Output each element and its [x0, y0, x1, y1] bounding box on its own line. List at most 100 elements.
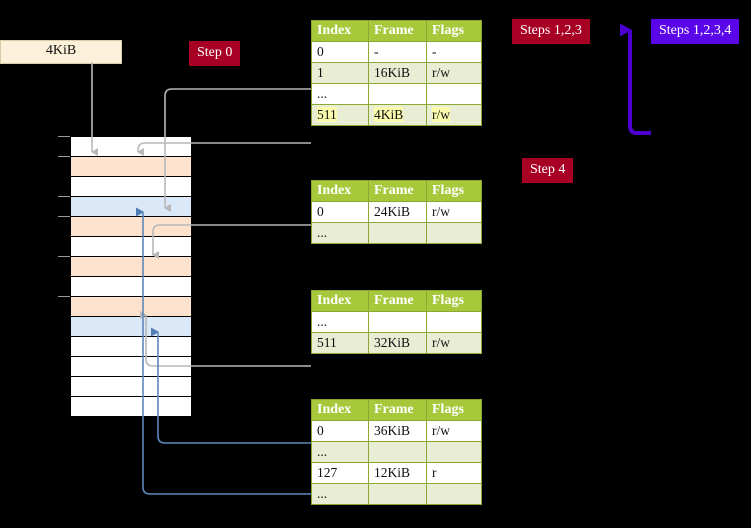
column-header-flags: Flags [426, 290, 482, 312]
table-cell [368, 222, 427, 244]
table-row: ... [311, 441, 482, 463]
highlighted-value: 4KiB [374, 107, 404, 122]
memory-frame-row [71, 157, 191, 177]
column-header-index: Index [311, 399, 369, 421]
memory-frame-row [71, 357, 191, 377]
table-row: ... [311, 483, 482, 505]
highlighted-value: r/w [432, 107, 450, 122]
table-cell: r/w [426, 420, 482, 442]
memory-frame-row [71, 137, 191, 157]
column-header-frame: Frame [368, 290, 427, 312]
table-cell: 511 [311, 332, 369, 354]
steps1234-label: Steps 1,2,3,4 [659, 23, 732, 38]
table-row: 511 4KiB r/w [311, 104, 482, 126]
column-header-index: Index [311, 290, 369, 312]
steps123-badge: Steps 1,2,3 [512, 19, 590, 44]
column-header-frame: Frame [368, 399, 427, 421]
memory-frame-row [71, 257, 191, 277]
step4-badge: Step 4 [522, 158, 574, 183]
table-cell: 0 [311, 41, 369, 63]
table-cell: - [426, 41, 482, 63]
step0-badge: Step 0 [189, 41, 241, 66]
step0-label: Step 0 [197, 45, 233, 60]
memory-frame-row [71, 237, 191, 257]
table-cell: 0 [311, 420, 369, 442]
memory-frame-row [71, 297, 191, 317]
column-header-index: Index [311, 180, 369, 202]
column-header-frame: Frame [368, 180, 427, 202]
table-cell: r/w [426, 332, 482, 354]
table-cell [426, 483, 482, 505]
table-row: ... [311, 83, 482, 105]
memory-boundary-tick [58, 196, 70, 197]
table-cell: 16KiB [368, 62, 427, 84]
step4-label: Step 4 [530, 162, 566, 177]
memory-frame-row [71, 277, 191, 297]
memory-boundary-tick [58, 156, 70, 157]
table-cell [368, 311, 427, 333]
wire-purple-loop [620, 23, 651, 135]
steps123-label: Steps 1,2,3 [520, 23, 582, 38]
table-cell: 4KiB [368, 104, 427, 126]
table-cell: ... [311, 483, 369, 505]
table-cell [368, 483, 427, 505]
column-header-index: Index [311, 20, 369, 42]
table-row: 0-- [311, 41, 482, 63]
frame-size-label: 4KiB [45, 43, 77, 58]
table-cell: - [368, 41, 427, 63]
table-cell: 24KiB [368, 201, 427, 223]
memory-frame-row [71, 317, 191, 337]
table-cell [426, 222, 482, 244]
table-cell: 1 [311, 62, 369, 84]
table-cell [368, 83, 427, 105]
memory-frame-row [71, 337, 191, 357]
column-header-flags: Flags [426, 20, 482, 42]
table-cell: 511 [311, 104, 369, 126]
table-cell: r [426, 462, 482, 484]
memory-frame-row [71, 377, 191, 397]
column-header-flags: Flags [426, 180, 482, 202]
table-cell: 12KiB [368, 462, 427, 484]
memory-boundary-tick [58, 216, 70, 217]
table-cell [368, 441, 427, 463]
table-cell: 36KiB [368, 420, 427, 442]
table-cell [426, 311, 482, 333]
physical-memory-column [70, 136, 191, 417]
memory-frame-row [71, 217, 191, 237]
table-cell: ... [311, 222, 369, 244]
table-cell: 127 [311, 462, 369, 484]
memory-boundary-tick [58, 296, 70, 297]
memory-frame-row [71, 177, 191, 197]
table-cell: r/w [426, 104, 482, 126]
memory-frame-row [71, 197, 191, 217]
frame-size-box: 4KiB [0, 40, 122, 64]
table-cell: ... [311, 83, 369, 105]
steps1234-badge: Steps 1,2,3,4 [651, 19, 740, 44]
table-cell [426, 441, 482, 463]
memory-frame-row [71, 397, 191, 417]
table-cell [426, 83, 482, 105]
table-cell: ... [311, 441, 369, 463]
table-cell: ... [311, 311, 369, 333]
table-cell: 32KiB [368, 332, 427, 354]
highlighted-value: 511 [317, 107, 337, 122]
column-header-flags: Flags [426, 399, 482, 421]
table-cell: 0 [311, 201, 369, 223]
table-row: ... [311, 222, 482, 244]
table-cell: r/w [426, 201, 482, 223]
memory-boundary-tick [58, 136, 70, 137]
table-cell: r/w [426, 62, 482, 84]
